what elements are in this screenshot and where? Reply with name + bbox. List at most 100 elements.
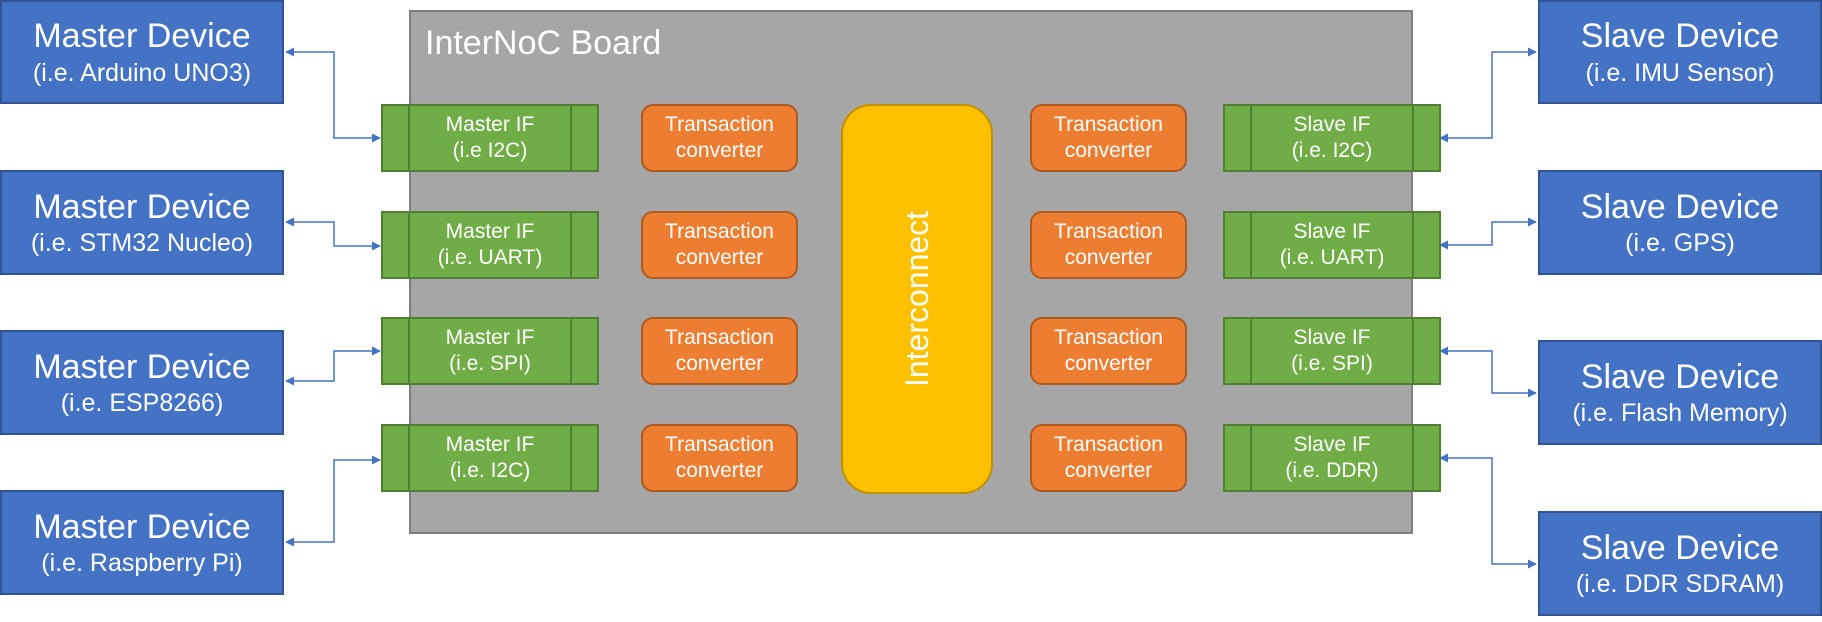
iface-title: Master IF (445, 219, 535, 243)
port-bar (1225, 426, 1252, 490)
connector-master-3 (285, 346, 381, 386)
transaction-converter-slave-2: Transaction converter (1030, 211, 1187, 279)
interconnect-label: Interconnect (899, 210, 936, 388)
device-example: (i.e. Flash Memory) (1572, 399, 1788, 428)
slave-if-2: Slave IF (i.e. UART) (1223, 211, 1441, 279)
iface-protocol: (i.e. UART) (1279, 246, 1385, 269)
converter-line2: converter (1064, 352, 1153, 375)
converter-line1: Transaction (665, 325, 774, 349)
board-title: InterNoC Board (425, 24, 662, 62)
transaction-converter-master-3: Transaction converter (641, 317, 798, 385)
converter-line2: converter (1064, 246, 1153, 269)
converter-line2: converter (675, 139, 764, 162)
port-bar (1225, 319, 1252, 383)
port-bar (383, 213, 410, 277)
converter-line1: Transaction (1054, 432, 1163, 456)
iface-protocol: (i.e. SPI) (449, 352, 531, 375)
transaction-converter-slave-1: Transaction converter (1030, 104, 1187, 172)
transaction-converter-slave-3: Transaction converter (1030, 317, 1187, 385)
iface-title: Slave IF (1293, 325, 1371, 349)
iface-title: Slave IF (1293, 112, 1371, 136)
converter-line2: converter (1064, 459, 1153, 482)
converter-line2: converter (675, 246, 764, 269)
port-bar (383, 319, 410, 383)
converter-line1: Transaction (1054, 325, 1163, 349)
converter-line1: Transaction (665, 112, 774, 136)
port-bar (570, 426, 597, 490)
device-example: (i.e. GPS) (1625, 229, 1735, 258)
iface-title: Master IF (445, 325, 535, 349)
converter-line2: converter (675, 459, 764, 482)
device-title: Master Device (33, 347, 251, 386)
iface-protocol: (i.e. I2C) (449, 459, 531, 482)
port-bar (1412, 319, 1439, 383)
connector-slave-1 (1439, 47, 1537, 143)
master-if-2: Master IF (i.e. UART) (381, 211, 599, 279)
connector-slave-4 (1439, 453, 1537, 569)
port-bar (1225, 106, 1252, 170)
device-example: (i.e. Arduino UNO3) (32, 58, 252, 87)
iface-title: Master IF (445, 112, 535, 136)
master-if-3: Master IF (i.e. SPI) (381, 317, 599, 385)
device-title: Master Device (33, 507, 251, 546)
iface-title: Slave IF (1293, 432, 1371, 456)
port-bar (1412, 213, 1439, 277)
transaction-converter-master-4: Transaction converter (641, 424, 798, 492)
slave-device-1: Slave Device (i.e. IMU Sensor) (1538, 0, 1822, 104)
device-title: Master Device (33, 17, 251, 56)
device-title: Slave Device (1580, 187, 1780, 226)
transaction-converter-slave-4: Transaction converter (1030, 424, 1187, 492)
port-bar (570, 213, 597, 277)
master-device-2: Master Device (i.e. STM32 Nucleo) (0, 170, 284, 275)
slave-if-4: Slave IF (i.e. DDR) (1223, 424, 1441, 492)
iface-protocol: (i.e. UART) (437, 246, 543, 269)
device-title: Slave Device (1580, 357, 1780, 396)
iface-protocol: (i.e I2C) (452, 139, 528, 162)
iface-protocol: (i.e. I2C) (1291, 139, 1373, 162)
slave-device-2: Slave Device (i.e. GPS) (1538, 170, 1822, 275)
converter-line1: Transaction (1054, 219, 1163, 243)
device-title: Slave Device (1580, 17, 1780, 56)
device-example: (i.e. STM32 Nucleo) (30, 229, 254, 258)
iface-title: Master IF (445, 432, 535, 456)
master-device-4: Master Device (i.e. Raspberry Pi) (0, 490, 284, 595)
port-bar (1225, 213, 1252, 277)
device-example: (i.e. IMU Sensor) (1585, 58, 1775, 87)
port-bar (1412, 426, 1439, 490)
interconnect-block: Interconnect (841, 104, 993, 494)
connector-slave-3 (1439, 346, 1537, 398)
transaction-converter-master-1: Transaction converter (641, 104, 798, 172)
transaction-converter-master-2: Transaction converter (641, 211, 798, 279)
converter-line1: Transaction (1054, 112, 1163, 136)
slave-device-3: Slave Device (i.e. Flash Memory) (1538, 340, 1822, 445)
device-example: (i.e. Raspberry Pi) (41, 549, 243, 578)
connector-master-4 (285, 455, 381, 547)
converter-line2: converter (1064, 139, 1153, 162)
device-title: Master Device (33, 187, 251, 226)
connector-slave-2 (1439, 217, 1537, 250)
iface-title: Slave IF (1293, 219, 1371, 243)
converter-line1: Transaction (665, 432, 774, 456)
device-example: (i.e. DDR SDRAM) (1575, 570, 1785, 599)
device-example: (i.e. ESP8266) (60, 389, 224, 418)
port-bar (570, 106, 597, 170)
port-bar (1412, 106, 1439, 170)
slave-if-1: Slave IF (i.e. I2C) (1223, 104, 1441, 172)
slave-device-4: Slave Device (i.e. DDR SDRAM) (1538, 511, 1822, 616)
master-if-1: Master IF (i.e I2C) (381, 104, 599, 172)
connector-master-2 (285, 217, 381, 251)
port-bar (383, 426, 410, 490)
iface-protocol: (i.e. SPI) (1291, 352, 1373, 375)
master-device-3: Master Device (i.e. ESP8266) (0, 330, 284, 435)
iface-protocol: (i.e. DDR) (1285, 459, 1379, 482)
converter-line2: converter (675, 352, 764, 375)
connector-master-1 (285, 47, 381, 143)
port-bar (383, 106, 410, 170)
master-device-1: Master Device (i.e. Arduino UNO3) (0, 0, 284, 104)
port-bar (570, 319, 597, 383)
slave-if-3: Slave IF (i.e. SPI) (1223, 317, 1441, 385)
converter-line1: Transaction (665, 219, 774, 243)
device-title: Slave Device (1580, 528, 1780, 567)
master-if-4: Master IF (i.e. I2C) (381, 424, 599, 492)
